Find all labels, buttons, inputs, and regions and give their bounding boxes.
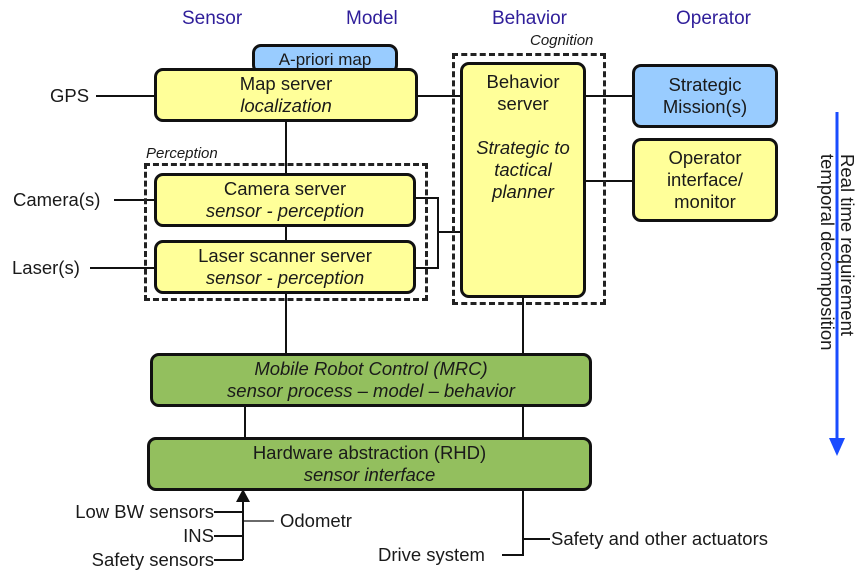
map-server-title: Map server (239, 73, 333, 94)
mrc-title: Mobile Robot Control (MRC) (254, 358, 488, 379)
perception-group (144, 163, 428, 301)
gps-label: GPS (50, 85, 90, 106)
cognition-group-label: Cognition (530, 32, 594, 49)
behavior-server-sub-3: planner (492, 181, 554, 202)
map-server-subtitle: localization (240, 95, 332, 116)
timeline-label-line-2: temporal decomposition (817, 154, 838, 351)
camera-server-subtitle: sensor - perception (205, 200, 365, 221)
behavior-server-title-2: server (497, 93, 549, 114)
behavior-server-title-1: Behavior (486, 71, 560, 92)
odometr-label: Odometr (280, 510, 352, 531)
timeline-arrowhead (829, 438, 845, 456)
rhd-subtitle: sensor interface (303, 464, 436, 485)
safety-sensors-label: Safety sensors (91, 549, 214, 570)
column-header-sensor: Sensor (182, 8, 243, 29)
operator-interface-box: Operator interface/ monitor (632, 138, 778, 222)
ins-label: INS (183, 525, 214, 546)
timeline-label: Real time requirement temporal decomposi… (780, 150, 860, 430)
behavior-server-sub-2: tactical (494, 159, 552, 180)
lasers-label: Laser(s) (12, 257, 80, 278)
laser-server-box: Laser scanner server sensor - perception (154, 240, 416, 294)
cognition-group (452, 53, 606, 305)
rhd-title: Hardware abstraction (RHD) (252, 442, 487, 463)
column-header-behavior: Behavior (492, 8, 567, 29)
column-header-operator: Operator (676, 8, 751, 29)
behavior-server-box: Behavior server Strategic to tactical pl… (460, 62, 586, 298)
cameras-label: Camera(s) (13, 189, 101, 210)
operator-interface-line-2: interface/ (666, 169, 744, 190)
behavior-server-sub-1: Strategic to (476, 137, 570, 158)
operator-interface-line-1: Operator (668, 147, 742, 168)
camera-server-title: Camera server (223, 178, 347, 199)
mrc-subtitle: sensor process – model – behavior (227, 380, 515, 401)
laser-server-subtitle: sensor - perception (205, 267, 365, 288)
rhd-box: Hardware abstraction (RHD) sensor interf… (147, 437, 592, 491)
strategic-mission-line-2: Mission(s) (662, 96, 748, 117)
map-server-box: Map server localization (154, 68, 418, 122)
timeline-label-line-1: Real time requirement (837, 154, 858, 336)
sensor-input-arrowhead (236, 489, 250, 502)
laser-server-title: Laser scanner server (198, 245, 372, 266)
actuator-bus-line (502, 490, 524, 556)
mrc-box: Mobile Robot Control (MRC) sensor proces… (150, 353, 592, 407)
drive-system-label: Drive system (378, 544, 485, 565)
low-bw-sensors-label: Low BW sensors (75, 501, 214, 522)
column-header-model: Model (346, 8, 398, 29)
camera-server-box: Camera server sensor - perception (154, 173, 416, 227)
apriori-map-label: A-priori map (278, 50, 372, 69)
perception-group-label: Perception (146, 145, 218, 162)
strategic-mission-box: Strategic Mission(s) (632, 64, 778, 128)
operator-interface-line-3: monitor (674, 191, 736, 212)
actuators-label: Safety and other actuators (551, 528, 768, 549)
strategic-mission-line-1: Strategic (668, 74, 742, 95)
